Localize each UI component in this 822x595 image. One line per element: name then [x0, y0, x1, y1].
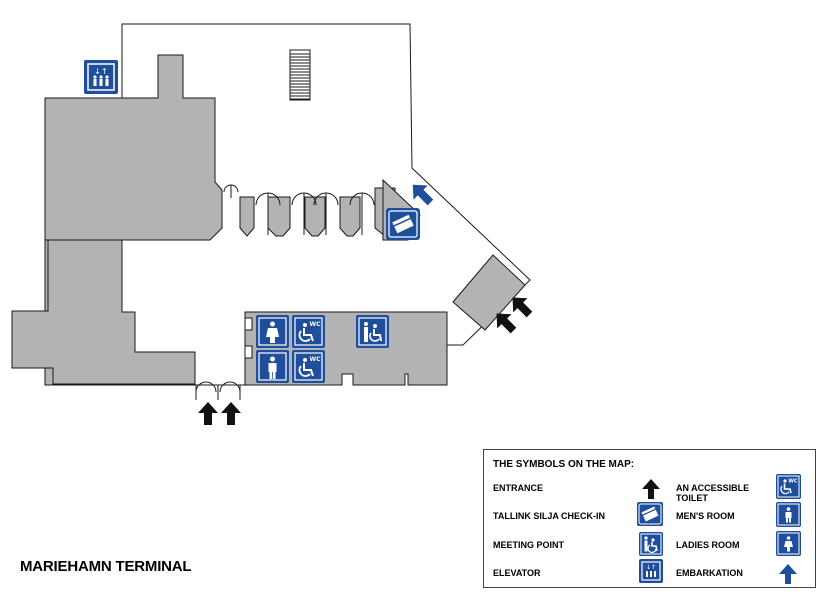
svg-text:WC: WC: [309, 356, 321, 363]
accessible-toilet-icon[interactable]: WC: [292, 315, 325, 348]
terminal-floor-plan: ↓↑ WC: [11, 23, 533, 425]
legend-label-mens-room: MEN'S ROOM: [676, 511, 735, 521]
elevator-icon[interactable]: ↓↑: [84, 60, 118, 94]
embarkation-arrow-icon: [412, 184, 434, 206]
ladies-room-icon[interactable]: [256, 315, 289, 348]
map-legend: THE SYMBOLS ON THE MAP: ENTRANCE TALLINK…: [483, 449, 816, 588]
wc-badge: WC: [788, 479, 798, 485]
legend-label-elevator: ELEVATOR: [493, 568, 541, 578]
south-west-wing: [11, 239, 196, 385]
ladies-room-icon-legend: [776, 531, 801, 556]
embarkation-ramp: [452, 254, 526, 331]
mens-room-icon[interactable]: [256, 350, 289, 383]
check-in-icon-legend: [637, 502, 663, 526]
legend-label-accessible-toilet: AN ACCESSIBLE TOILET: [676, 483, 750, 503]
svg-text:↓↑: ↓↑: [646, 564, 656, 571]
south-entrance-doors: [195, 381, 241, 400]
accessible-toilet-icon-legend: WC: [776, 474, 801, 499]
svg-text:↓↑: ↓↑: [94, 67, 107, 76]
stairs: [289, 49, 311, 101]
check-in-icon[interactable]: [386, 208, 420, 240]
elevator-icon-legend: ↓↑: [639, 559, 663, 583]
mens-room-icon-legend: [776, 502, 801, 527]
door-arcs: [223, 184, 375, 235]
legend-label-meeting-point: MEETING POINT: [493, 540, 565, 550]
entrance-arrow-icon-legend: [642, 479, 660, 499]
entrance-arrow-icon-ramp: [496, 297, 533, 334]
legend-label-check-in: TALLINK SILJA CHECK-IN: [493, 511, 605, 521]
meeting-point-icon-legend: [639, 532, 663, 556]
embarkation-arrow-icon-legend: [779, 564, 797, 584]
legend-label-ladies-room: LADIES ROOM: [676, 540, 740, 550]
legend-title: THE SYMBOLS ON THE MAP:: [493, 459, 635, 470]
accessible-toilet-icon-2[interactable]: WC: [292, 350, 325, 383]
legend-label-entrance: ENTRANCE: [493, 483, 544, 493]
svg-text:WC: WC: [309, 321, 321, 328]
meeting-point-icon[interactable]: [356, 315, 389, 348]
map-title: MARIEHAMN TERMINAL: [20, 558, 192, 575]
entrance-arrow-icon: [198, 402, 241, 425]
legend-label-embarkation: EMBARKATION: [676, 568, 743, 578]
